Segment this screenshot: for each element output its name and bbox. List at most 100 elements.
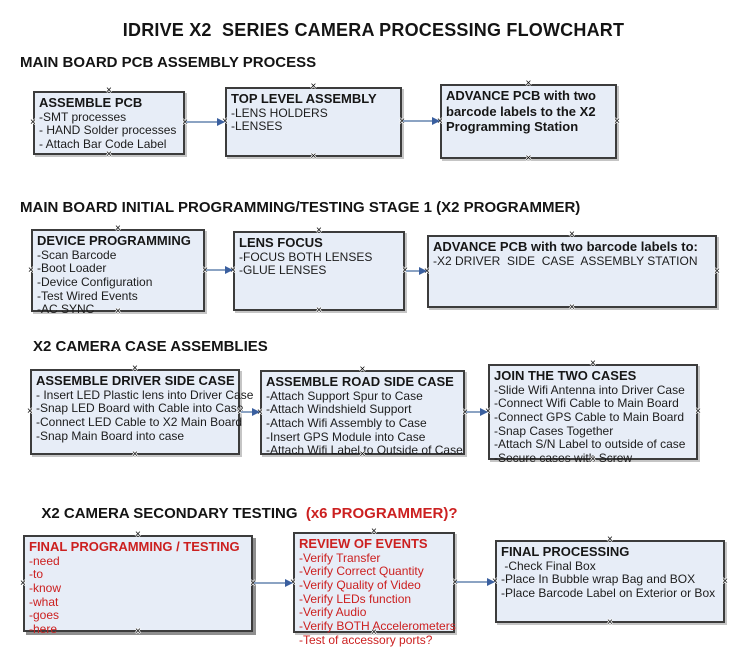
flow-box-top-level-assembly: TOP LEVEL ASSEMBLY -LENS HOLDERS -LENSES… [222, 82, 405, 162]
connection-handle-icon: × [106, 85, 112, 96]
section-heading-pcb-assembly: MAIN BOARD PCB ASSEMBLY PROCESS [20, 54, 317, 71]
flow-connector [206, 266, 233, 274]
box-item: -Verify Transfer [299, 550, 381, 565]
connection-handle-icon: × [106, 149, 112, 160]
connection-handle-icon: × [310, 151, 317, 162]
box-title: ADVANCE PCB with two barcode labels to: [433, 239, 698, 254]
connection-handle-icon: × [27, 406, 33, 417]
flow-connector [254, 579, 293, 587]
box-item: -goes [29, 608, 60, 623]
connection-handle-icon: × [132, 363, 138, 374]
section-heading-secondary-testing: X2 CAMERA SECONDARY TESTING (x6 PROGRAMM… [33, 488, 458, 522]
box-title: FINAL PROCESSING [501, 544, 630, 559]
box-item: - Attach Bar Code Label [39, 136, 167, 151]
box-item: -Boot Loader [37, 261, 107, 276]
box-item: -AC SYNC [37, 302, 95, 317]
box-item: -Test Wired Events [37, 288, 138, 303]
connection-handle-icon: × [371, 526, 377, 537]
connection-handle-icon: × [614, 115, 620, 127]
box-item: -GLUE LENSES [239, 263, 327, 278]
flow-connector [456, 578, 495, 586]
page-title: IDRIVE X2 SERIES CAMERA PROCESSING FLOWC… [122, 20, 625, 40]
flow-box-lens-focus: LENS FOCUS -FOCUS BOTH LENSES -GLUE LENS… [230, 226, 408, 316]
connection-handle-icon: × [569, 302, 575, 313]
connection-handle-icon: × [607, 534, 613, 545]
box-title: ADVANCE PCB with two barcode labels to t… [446, 88, 596, 135]
connection-handle-icon: × [525, 153, 532, 164]
box-item: -FOCUS BOTH LENSES [239, 249, 373, 264]
connection-handle-icon: × [30, 117, 36, 128]
box-item: -know [29, 580, 62, 595]
box-item: -here [29, 621, 58, 636]
box-item: -Insert GPS Module into Case [266, 429, 426, 444]
connection-handle-icon: × [607, 617, 613, 628]
connection-handle-icon: × [590, 358, 596, 369]
connection-handle-icon: × [525, 78, 532, 89]
connection-handle-icon: × [722, 575, 728, 587]
box-item: -Verify BOTH Accelerometers [299, 618, 456, 633]
box-item: -Snap Main Board into case [36, 428, 185, 443]
box-item: -Attach Support Spur to Case [266, 388, 423, 403]
flow-box-join-the-two-cases: JOIN THE TWO CASES -Slide Wifi Antenna i… [485, 358, 701, 465]
box-item: -Verify Audio [299, 605, 367, 620]
box-item: -Slide Wifi Antenna into Driver Case [494, 382, 685, 397]
box-item: -Check Final Box [501, 558, 596, 573]
box-item: - HAND Solder processes [39, 123, 177, 138]
box-item: -Attach Wifi Label to Outside of Case [266, 443, 463, 458]
flow-connector [186, 118, 225, 126]
arrow-right-icon [225, 266, 233, 274]
flow-box-review-of-events: REVIEW OF EVENTS -Verify Transfer -Verif… [290, 526, 458, 647]
flow-box-assemble-road-side-case: ASSEMBLE ROAD SIDE CASE -Attach Support … [257, 364, 468, 460]
arrow-right-icon [217, 118, 225, 126]
section-heading-accent: (x6 PROGRAMMER)? [305, 505, 458, 522]
box-title: REVIEW OF EVENTS [299, 536, 428, 551]
flow-box-advance-pcb-programming-station: ADVANCE PCB with two barcode labels to t… [437, 78, 620, 164]
box-title: TOP LEVEL ASSEMBLY [231, 91, 377, 106]
box-title: FINAL PROGRAMMING / TESTING [29, 539, 240, 554]
box-item: -Place Barcode Label on Exterior or Box [501, 585, 716, 600]
box-item: -Attach Wifi Assembly to Case [266, 415, 427, 430]
box-title: ASSEMBLE ROAD SIDE CASE [266, 374, 454, 389]
section-heading-initial-programming: MAIN BOARD INITIAL PROGRAMMING/TESTING S… [20, 199, 581, 216]
connection-handle-icon: × [569, 229, 575, 240]
box-item: -Verify Correct Quantity [299, 564, 424, 579]
flow-box-assemble-driver-side-case: ASSEMBLE DRIVER SIDE CASE - Insert LED P… [27, 363, 254, 460]
section-heading-text: X2 CAMERA SECONDARY TESTING [41, 505, 306, 522]
connection-handle-icon: × [359, 364, 366, 375]
flow-box-assemble-pcb: ASSEMBLE PCB -SMT processes - HAND Solde… [30, 85, 188, 160]
box-item: -Connect GPS Cable to Main Board [494, 409, 685, 424]
box-title: ASSEMBLE PCB [39, 95, 143, 110]
connection-handle-icon: × [316, 305, 322, 316]
box-item: -Attach S/N Label to outside of case [494, 437, 686, 452]
box-item: -Test of accessory ports? [299, 632, 433, 647]
box-item: -what [29, 594, 59, 609]
box-item: -to [29, 567, 44, 582]
box-item: -Scan Barcode [37, 247, 117, 262]
box-item: - Insert LED Plastic lens into Driver Ca… [36, 387, 254, 402]
flow-connector [241, 408, 260, 416]
box-item: -Verify Quality of Video [299, 577, 421, 592]
flow-connector [403, 117, 440, 125]
connection-handle-icon: × [20, 577, 26, 589]
connection-handle-icon: × [115, 223, 121, 234]
box-item: -Snap LED Board with Cable into Case [36, 401, 244, 416]
box-item: -LENS HOLDERS [231, 105, 328, 120]
flow-connector [406, 267, 427, 275]
connection-handle-icon: × [714, 265, 720, 277]
box-item: -Verify LEDs function [299, 591, 412, 606]
flow-box-advance-pcb-driver-side: ADVANCE PCB with two barcode labels to: … [424, 229, 720, 313]
connection-handle-icon: × [135, 529, 141, 540]
flow-box-final-processing: FINAL PROCESSING -Check Final Box -Place… [492, 534, 728, 628]
box-item: -LENSES [231, 119, 283, 134]
box-title: DEVICE PROGRAMMING [37, 233, 191, 248]
flow-box-final-programming-testing: FINAL PROGRAMMING / TESTING -need -to -k… [20, 529, 256, 637]
box-item: -Device Configuration [37, 274, 153, 289]
box-item: -Connect LED Cable to X2 Main Board [36, 414, 243, 429]
arrow-right-icon [487, 578, 495, 586]
connection-handle-icon: × [695, 406, 701, 417]
arrow-right-icon [432, 117, 440, 125]
box-item: -X2 DRIVER SIDE CASE ASSEMBLY STATION [433, 253, 698, 268]
box-item: -Snap Cases Together [494, 423, 614, 438]
box-title: LENS FOCUS [239, 235, 323, 250]
arrow-right-icon [252, 408, 260, 416]
